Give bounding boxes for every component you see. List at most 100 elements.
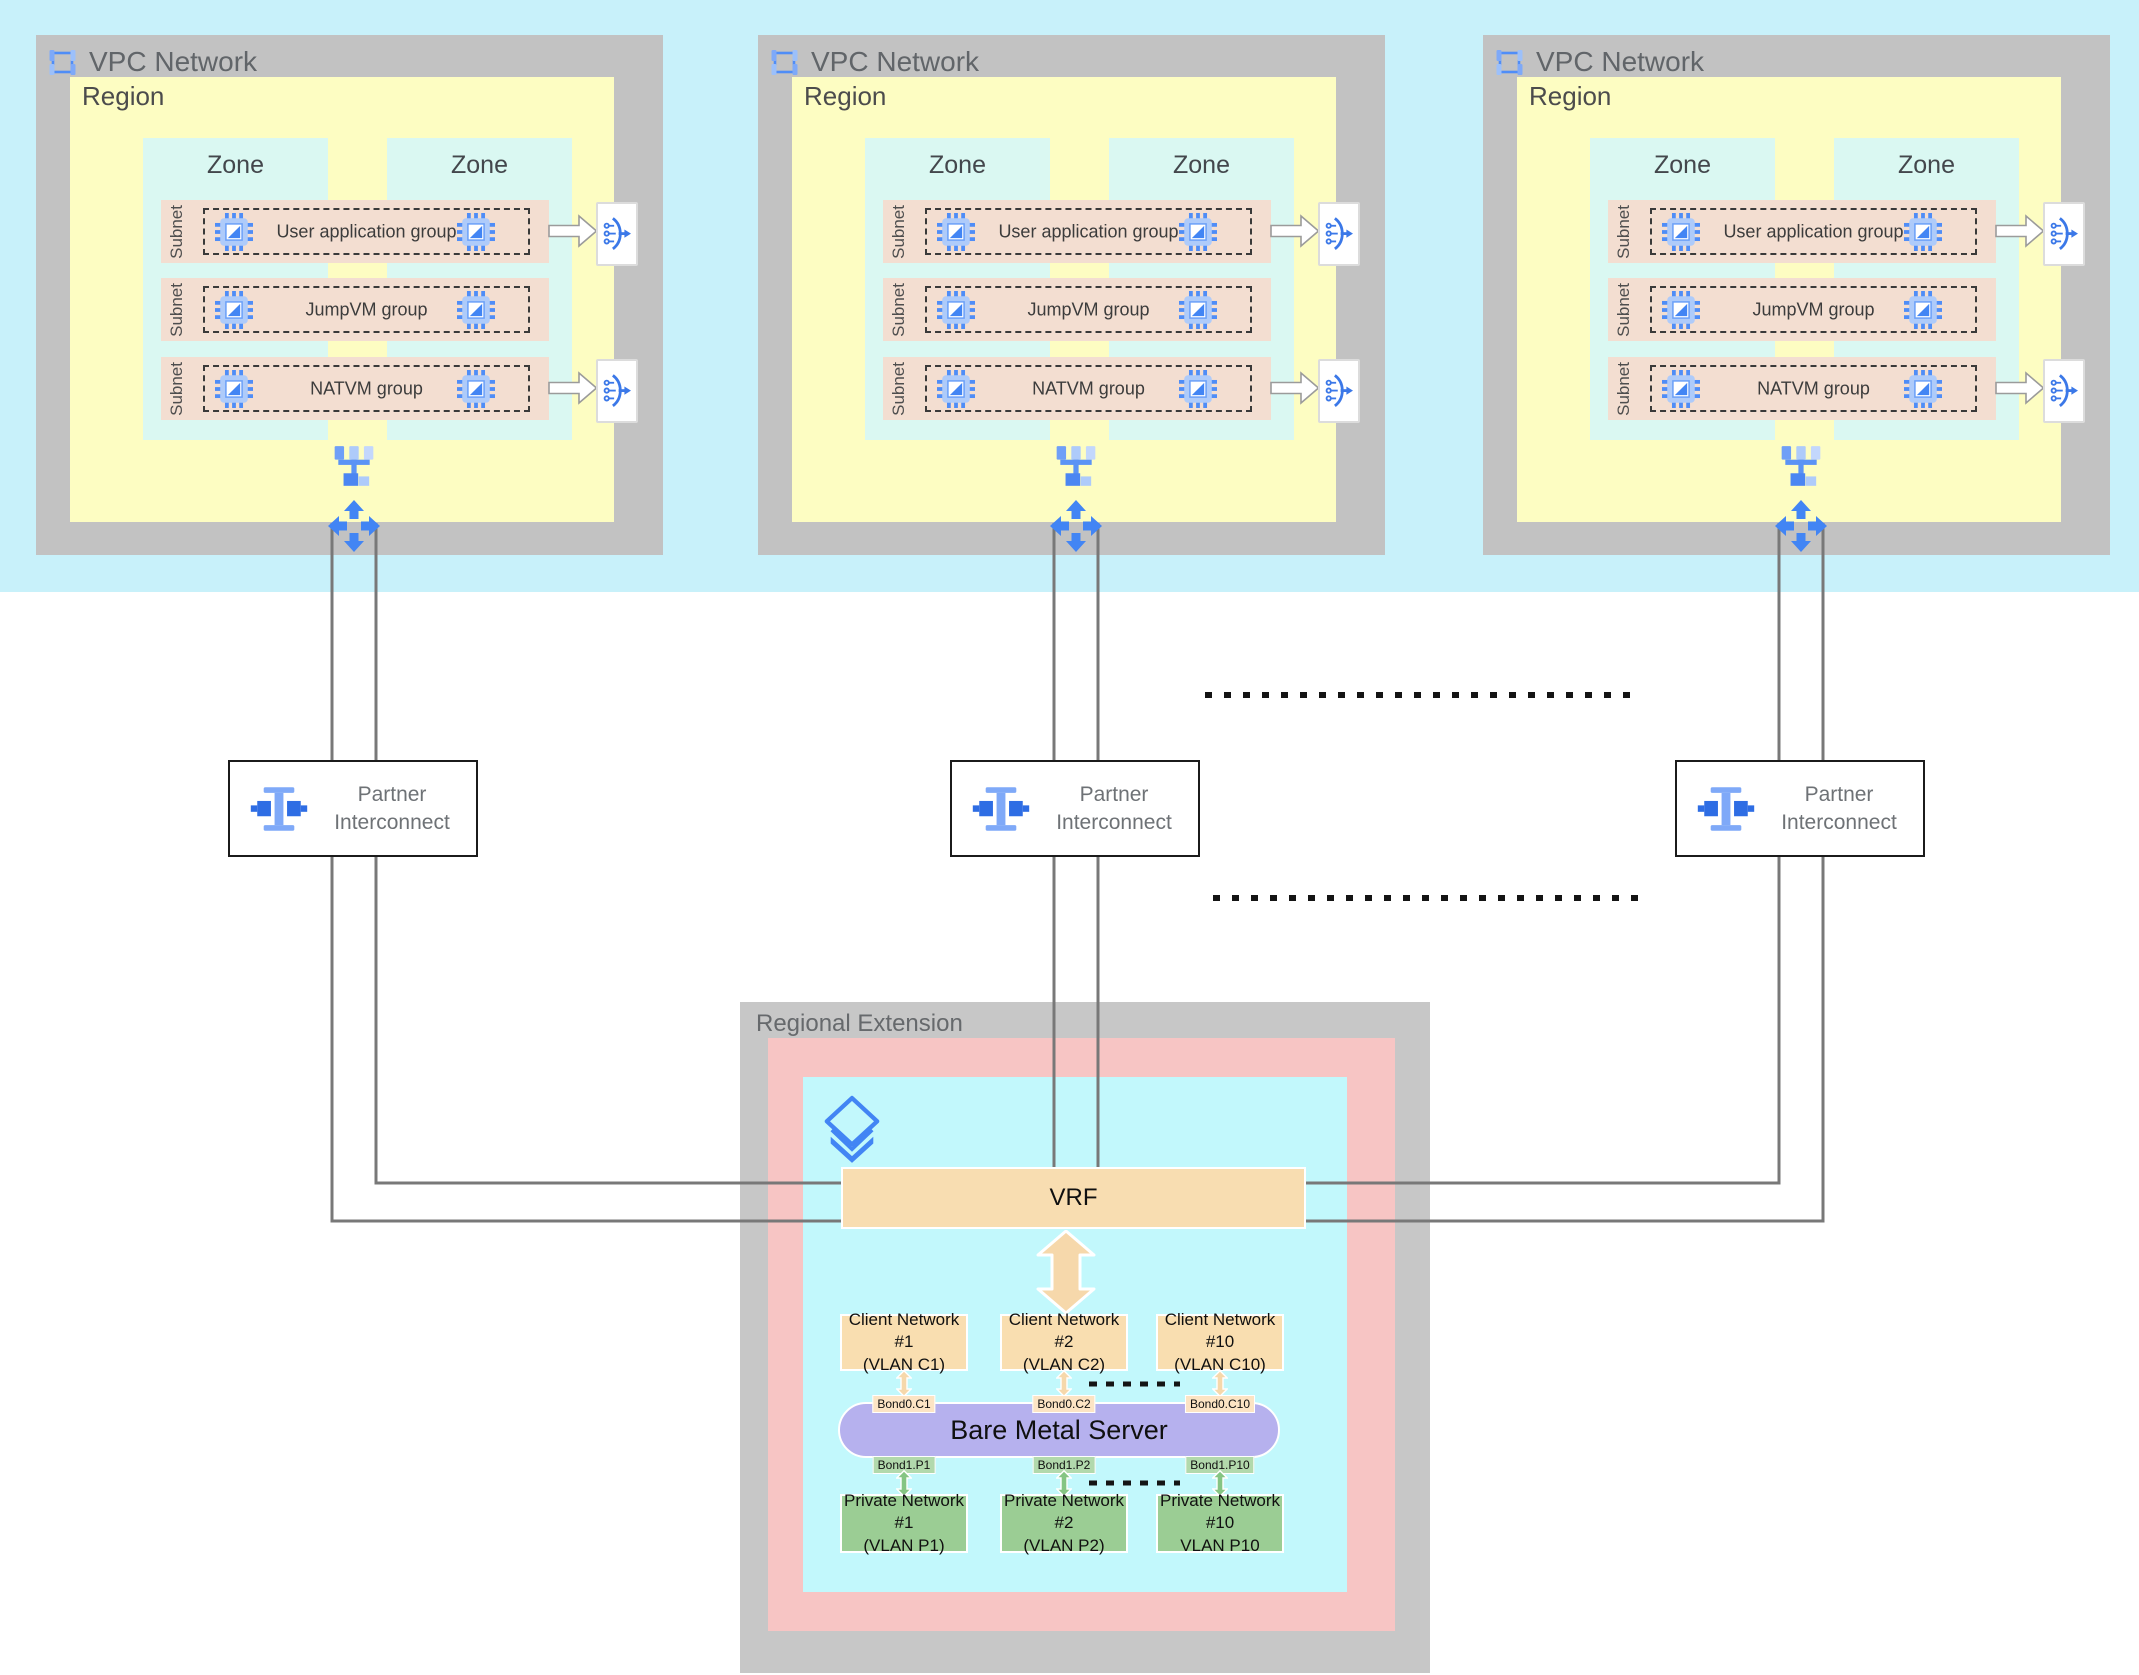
subnet-label: Subnet [167,204,186,259]
vrf-box: VRF [841,1167,1306,1229]
vm-instance-icon [1179,213,1217,251]
vm-instance-icon [1904,370,1942,408]
load-balancer-icon [603,371,631,411]
vpc-network-icon [769,47,800,78]
egress-arrow [1270,371,1320,405]
region-label: Region [804,81,887,111]
subnet-row: Subnet JumpVM group [161,278,549,341]
subnet-label: Subnet [167,361,186,416]
partner-interconnect-icon [250,785,308,833]
bond-label: Bond0.C2 [1032,1395,1096,1413]
partner-interconnect-1: Partner Interconnect [228,760,478,857]
vm-group-box: JumpVM group [925,286,1252,333]
subnet-row: Subnet NATVM group [1608,357,1996,420]
vm-instance-icon [457,291,495,329]
vm-group-label: NATVM group [1757,378,1870,398]
regional-extension-label: Regional Extension [756,1010,963,1037]
subnet-label: Subnet [167,282,186,337]
partner-interconnect-label: Partner Interconnect [334,783,450,834]
egress-arrow [1995,371,2045,405]
vm-group-box: User application group [925,208,1252,255]
load-balancer-box [596,359,638,423]
egress-arrow [548,214,598,248]
vm-group-label: NATVM group [310,378,423,398]
client-bond-arrow [1056,1370,1072,1397]
vm-group-label: User application group [1723,221,1904,241]
vm-group-label: User application group [276,221,457,241]
client-network-1: Client Network #1 (VLAN C1) [840,1310,968,1374]
vm-group-label: JumpVM group [305,299,428,319]
vpc-network-title: VPC Network [811,46,980,77]
vm-group-box: User application group [1650,208,1977,255]
partner-interconnect-3: Partner Interconnect [1675,760,1925,857]
client-bond-arrow [896,1370,912,1397]
vm-instance-icon [457,213,495,251]
load-balancer-icon [1325,214,1353,254]
vpc-network-title: VPC Network [1536,46,1705,77]
bond-label: Bond0.C1 [872,1395,936,1413]
load-balancer-box [2043,202,2085,266]
egress-arrow [548,371,598,405]
partner-interconnect-label: Partner Interconnect [1781,783,1897,834]
partner-interconnect-icon [1697,785,1755,833]
network-hub-icon [331,445,377,489]
bare-metal-layers-icon [822,1095,882,1165]
vm-group-label: NATVM group [1032,378,1145,398]
vm-group-box: NATVM group [203,365,530,412]
subnet-label: Subnet [889,361,908,416]
client-network-2: Client Network #2 (VLAN C2) [1000,1310,1128,1374]
vpc-network-block-3: VPC Network Region Zone Zone Subnet User… [1483,35,2110,555]
vm-instance-icon [1179,370,1217,408]
subnet-label: Subnet [889,282,908,337]
subnet-row: Subnet NATVM group [883,357,1271,420]
partner-interconnect-label: Partner Interconnect [1056,783,1172,834]
load-balancer-box [1318,202,1360,266]
region-label: Region [82,81,165,111]
vm-group-box: NATVM group [925,365,1252,412]
load-balancer-box [2043,359,2085,423]
load-balancer-icon [2050,371,2078,411]
vm-group-box: JumpVM group [1650,286,1977,333]
vpc-network-header: VPC Network [47,45,257,79]
subnet-row: Subnet User application group [1608,200,1996,263]
subnet-row: Subnet JumpVM group [1608,278,1996,341]
subnet-label: Subnet [889,204,908,259]
load-balancer-icon [2050,214,2078,254]
cloud-router-icon [1049,499,1103,553]
network-hub-icon [1778,445,1824,489]
load-balancer-icon [603,214,631,254]
private-network-1: Private Network #1 (VLAN P1) [840,1491,968,1555]
subnet-label: Subnet [1614,204,1633,259]
vm-group-label: User application group [998,221,1179,241]
partner-interconnect-2: Partner Interconnect [950,760,1200,857]
client-bond-arrow [1212,1370,1228,1397]
private-network-10: Private Network #10 VLAN P10 [1156,1491,1284,1555]
region-box: Region Zone Zone Subnet User application… [70,77,614,522]
vpc-network-title: VPC Network [89,46,258,77]
vm-group-label: JumpVM group [1027,299,1150,319]
subnet-row: Subnet JumpVM group [883,278,1271,341]
vm-instance-icon [457,370,495,408]
vpc-network-header: VPC Network [1494,45,1704,79]
region-label: Region [1529,81,1612,111]
subnet-label: Subnet [1614,282,1633,337]
subnet-row: Subnet User application group [883,200,1271,263]
vpc-network-icon [1494,47,1525,78]
load-balancer-box [596,202,638,266]
partner-interconnect-icon [972,785,1030,833]
subnet-row: Subnet User application group [161,200,549,263]
cloud-router-icon [327,499,381,553]
vm-instance-icon [1179,291,1217,329]
vpc-network-block-1: VPC Network Region Zone Zone Subnet User… [36,35,663,555]
vpc-network-header: VPC Network [769,45,979,79]
bond-label: Bond0.C10 [1184,1395,1256,1413]
vpc-network-block-2: VPC Network Region Zone Zone Subnet User… [758,35,1385,555]
vm-instance-icon [1904,291,1942,329]
subnet-row: Subnet NATVM group [161,357,549,420]
network-hub-icon [1053,445,1099,489]
egress-arrow [1995,214,2045,248]
client-network-10: Client Network #10 (VLAN C10) [1156,1310,1284,1374]
load-balancer-icon [1325,371,1353,411]
vm-instance-icon [1904,213,1942,251]
